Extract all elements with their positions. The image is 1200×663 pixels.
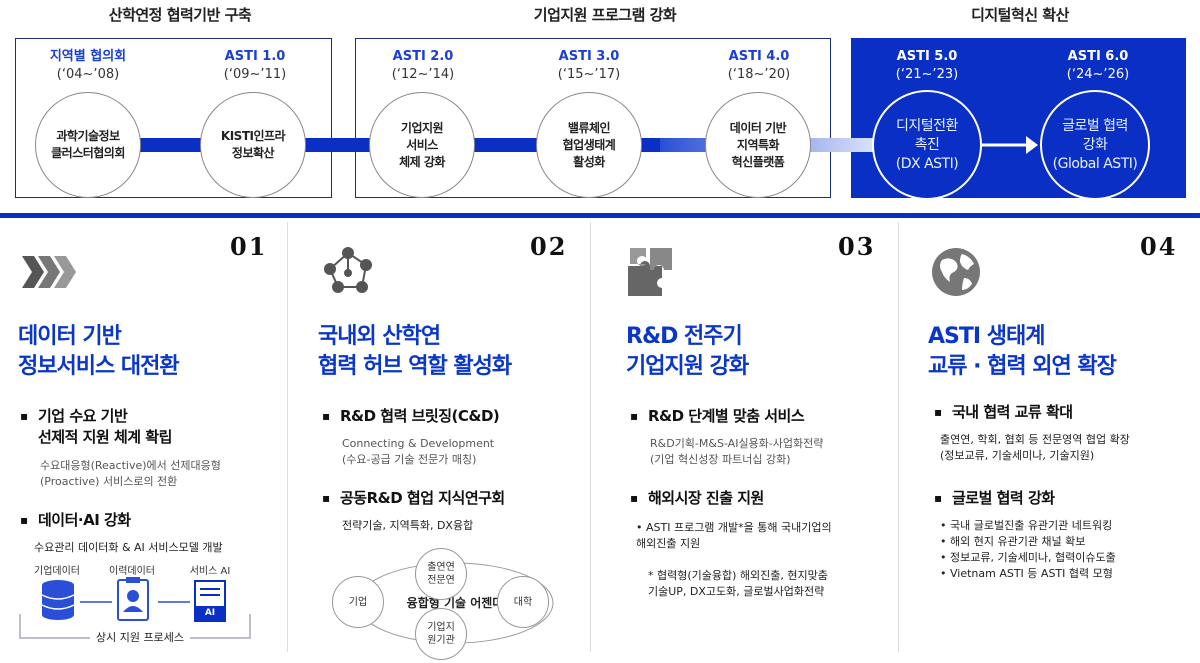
col1-icon-label-3: 서비스 AI [189, 566, 231, 577]
col2-sub-1: Connecting & Development (수요-공급 기술 전문가 매… [342, 437, 495, 466]
stage-circle-7: 글로벌 협력 강화 (Global ASTI) [1040, 90, 1150, 200]
stage-circle-5: 데이터 기반 지역특화 혁신플랫폼 [705, 92, 811, 198]
stage-circle-4: 밸류체인 협업생태계 활성화 [536, 92, 642, 198]
col3-sub-1: R&D기획-M&S-AI실용화-사업화전략 (기업 혁신성장 파트너십 강화) [650, 437, 824, 466]
column-title-1: 데이터 기반 정보서비스 대전환 [18, 324, 180, 379]
col1-sub-2: 수요관리 데이터화 & AI 서비스모델 개발 [34, 541, 223, 554]
stage-label-1: 지역별 협의회(‘04~’08) [49, 49, 127, 82]
history-document-icon [117, 577, 149, 621]
col1-bullet-2: 데이터·AI 강화 [20, 510, 131, 531]
col1-process-label: 상시 지원 프로세스 [90, 630, 190, 646]
ai-service-icon: AI [194, 580, 226, 622]
ai-badge: AI [196, 606, 224, 620]
column-divider-1 [287, 222, 288, 652]
cluster-node-company: 기업 [332, 576, 384, 628]
col4-sub-1: 출연연, 학회, 협회 등 전문영역 협업 확장 (정보교류, 기술세미나, 기… [940, 433, 1130, 462]
column-number-1: 01 [230, 232, 268, 261]
column-title-2: 국내외 산학연 협력 허브 역할 활성화 [318, 324, 512, 379]
column-number-2: 02 [530, 232, 568, 261]
stage-circle-3: 기업지원 서비스 체제 강화 [369, 92, 475, 198]
stage-circle-6: 디지털전환 촉진 (DX ASTI) [872, 90, 982, 200]
column-divider-2 [590, 222, 591, 652]
stage-label-3: ASTI 2.0(‘12~’14) [391, 49, 455, 82]
col2-bullet-1: R&D 협력 브릿징(C&D) [322, 406, 500, 427]
stage-label-5: ASTI 4.0(‘18~’20) [727, 49, 791, 82]
column-number-4: 04 [1140, 232, 1178, 261]
column-divider-3 [898, 222, 899, 652]
phase-title-2: 기업지원 프로그램 강화 [533, 6, 677, 24]
network-icon [324, 247, 372, 293]
col1-icon-label-1: 기업데이터 [34, 566, 80, 577]
phase-title-1: 산학연정 협력기반 구축 [108, 6, 252, 24]
col3-sub-2a: • ASTI 프로그램 개발*을 통해 국내기업의 해외진출 지원 [636, 521, 832, 550]
stage-circle-1: 과학기술정보 클러스터협의회 [35, 92, 141, 198]
cluster-node-support-agency: 기업지 원기관 [415, 608, 467, 660]
column-number-3: 03 [838, 232, 876, 261]
col2-sub-2: 전략기술, 지역특화, DX융합 [342, 519, 474, 532]
col4-bullet-2: 글로벌 협력 강화 [934, 488, 1055, 509]
col3-sub-2b: * 협력형(기술융합) 해외진출, 현지맞춤 기술UP, DX고도화, 글로벌사… [648, 569, 828, 598]
database-icon [41, 580, 75, 620]
cluster-center: 융합형 기술 어젠다 [406, 596, 504, 610]
globe-icon [932, 248, 980, 296]
col4-bullet-1: 국내 협력 교류 확대 [934, 402, 1073, 423]
cluster-node-institute: 출연연 전문연 [415, 548, 467, 600]
col1-icon-label-2: 이력데이터 [109, 566, 155, 577]
col4-sub-2: • 국내 글로벌진출 유관기관 네트워킹 • 해외 현지 유관기관 채널 확보 … [940, 519, 1116, 580]
col2-bullet-2: 공동R&D 협업 지식연구회 [322, 488, 505, 509]
chevrons-icon [22, 256, 76, 288]
stage-label-2: ASTI 1.0(‘09~’11) [223, 49, 287, 82]
phase-title-3: 디지털혁신 확산 [971, 6, 1069, 24]
stage-label-7: ASTI 6.0(‘24~’26) [1066, 49, 1130, 82]
col1-sub-1: 수요대응형(Reactive)에서 선제대응형 (Proactive) 서비스로… [40, 459, 221, 488]
stage-label-4: ASTI 3.0(‘15~’17) [557, 49, 621, 82]
puzzle-icon [628, 248, 672, 296]
stage-label-6: ASTI 5.0(‘21~’23) [895, 49, 959, 82]
section-separator [0, 213, 1200, 218]
stage-circle-2: KISTI인프라 정보확산 [200, 92, 306, 198]
col1-bullet-1: 기업 수요 기반 선제적 지원 체계 확립 [20, 406, 172, 448]
col3-bullet-1: R&D 단계별 맞춤 서비스 [630, 406, 805, 427]
cluster-node-university: 대학 [497, 576, 549, 628]
col3-bullet-2: 해외시장 진출 지원 [630, 488, 764, 509]
column-title-4: ASTI 생태계 교류 · 협력 외연 확장 [928, 324, 1117, 379]
column-title-3: R&D 전주기 기업지원 강화 [626, 324, 749, 379]
